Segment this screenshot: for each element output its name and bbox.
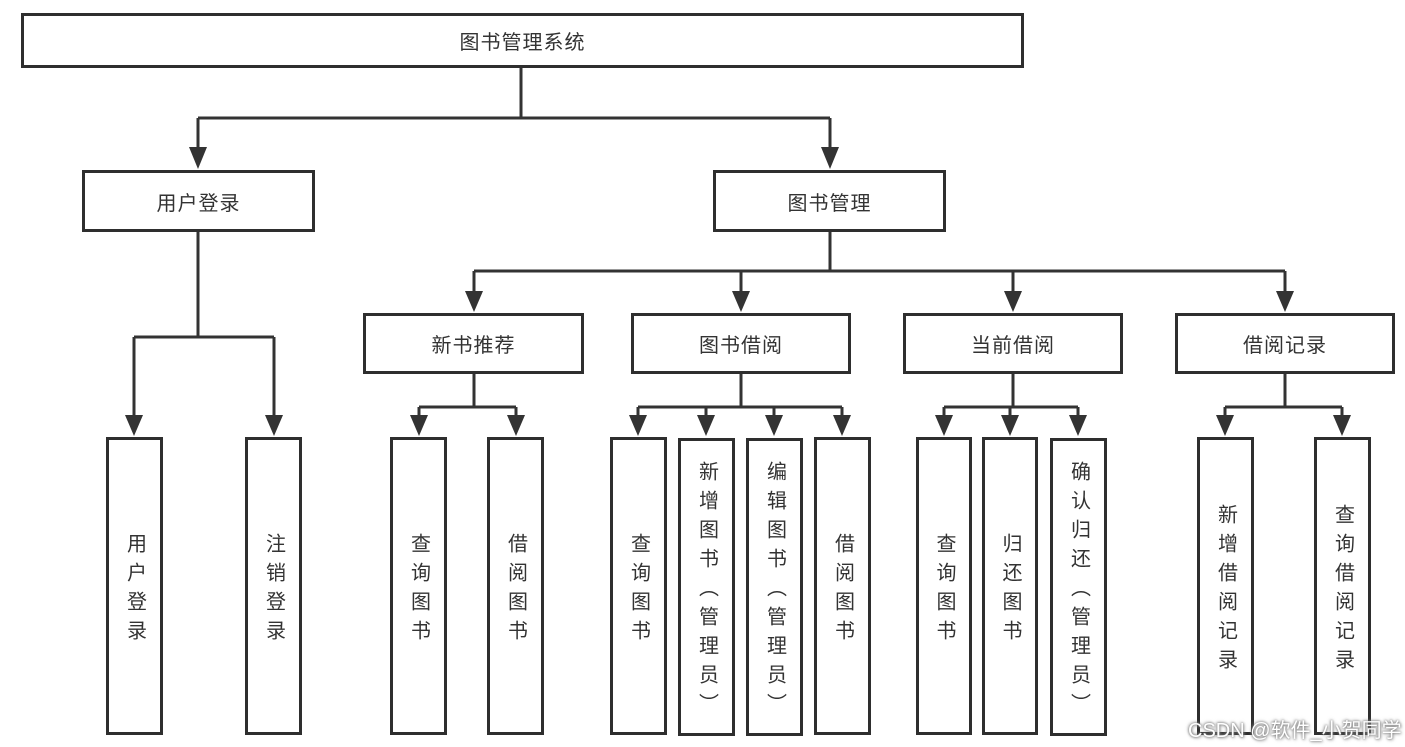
- node-library-management-system: 图书管理系统: [21, 13, 1024, 68]
- node-book-borrowing-label: 图书借阅: [699, 335, 783, 357]
- leaf-confirm-return-admin: 确认归还（管理员）: [1050, 438, 1107, 736]
- leaf-query-borrow-record: 查询借阅记录: [1314, 437, 1371, 735]
- leaf-borrow-books-borrowing: 借阅图书: [814, 437, 871, 735]
- leaf-borrow-books-recommend-label: 借阅图书: [504, 532, 527, 649]
- leaf-query-books-borrowing: 查询图书: [610, 437, 667, 735]
- leaf-return-books: 归还图书: [982, 437, 1038, 735]
- leaf-add-books-admin: 新增图书（管理员）: [678, 438, 735, 736]
- node-borrowing-records-label: 借阅记录: [1243, 335, 1327, 357]
- leaf-query-books-borrowing-label: 查询图书: [627, 532, 650, 649]
- leaf-add-borrow-record-label: 新增借阅记录: [1214, 503, 1237, 678]
- connector-arrowheads: [125, 147, 1351, 436]
- leaf-add-borrow-record: 新增借阅记录: [1197, 437, 1254, 735]
- leaf-confirm-return-admin-label: 确认归还（管理员）: [1067, 461, 1090, 722]
- node-current-borrowing: 当前借阅: [903, 313, 1123, 374]
- node-library-management-system-label: 图书管理系统: [459, 32, 586, 54]
- node-user-login: 用户登录: [82, 170, 315, 232]
- node-borrowing-records: 借阅记录: [1175, 313, 1395, 374]
- node-book-management: 图书管理: [713, 170, 946, 232]
- csdn-watermark: CSDN @软件_小贺同学: [1188, 720, 1402, 742]
- leaf-query-books-recommend: 查询图书: [390, 437, 447, 735]
- leaf-add-books-admin-label: 新增图书（管理员）: [695, 461, 718, 722]
- connector-lines: [132, 68, 1344, 418]
- leaf-query-books-current: 查询图书: [916, 437, 972, 735]
- leaf-query-books-recommend-label: 查询图书: [407, 532, 430, 649]
- leaf-logout-label: 注销登录: [262, 532, 285, 649]
- node-user-login-label: 用户登录: [156, 192, 241, 215]
- leaf-user-login-label: 用户登录: [123, 532, 146, 649]
- node-new-book-recommend: 新书推荐: [363, 313, 584, 374]
- leaf-user-login: 用户登录: [106, 437, 163, 735]
- leaf-edit-books-admin: 编辑图书（管理员）: [746, 438, 803, 736]
- leaf-query-books-current-label: 查询图书: [933, 532, 955, 649]
- leaf-edit-books-admin-label: 编辑图书（管理员）: [763, 461, 786, 722]
- node-new-book-recommend-label: 新书推荐: [431, 335, 516, 357]
- leaf-borrow-books-borrowing-label: 借阅图书: [831, 532, 854, 649]
- node-book-borrowing: 图书借阅: [631, 313, 851, 374]
- leaf-return-books-label: 归还图书: [999, 532, 1021, 649]
- leaf-borrow-books-recommend: 借阅图书: [487, 437, 544, 735]
- node-current-borrowing-label: 当前借阅: [971, 335, 1055, 357]
- node-book-management-label: 图书管理: [787, 192, 872, 215]
- leaf-query-borrow-record-label: 查询借阅记录: [1331, 503, 1354, 678]
- leaf-logout: 注销登录: [245, 437, 302, 735]
